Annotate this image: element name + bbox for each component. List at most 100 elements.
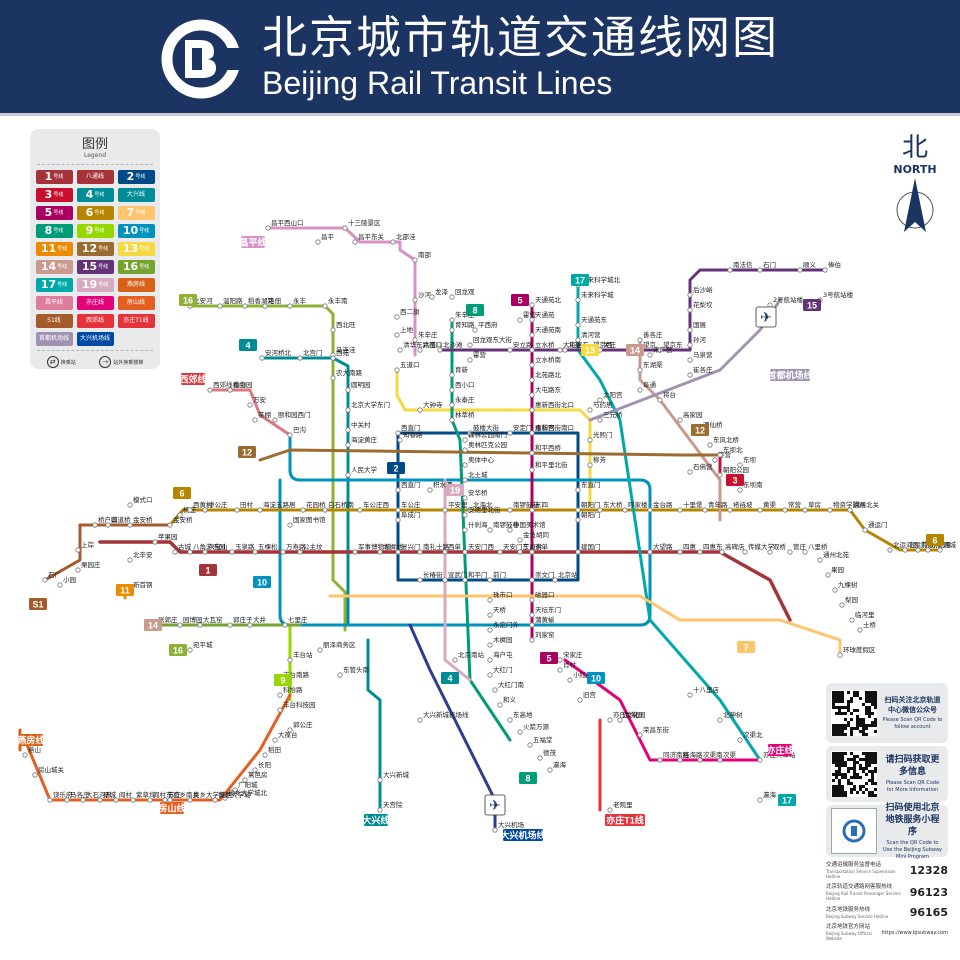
station[interactable]: 花梨坎 — [687, 300, 713, 313]
line-badge[interactable]: 8 — [519, 772, 537, 784]
station[interactable]: 安河桥北 — [259, 348, 292, 361]
station[interactable]: 白石桥南 — [322, 500, 355, 513]
station[interactable]: 古城 — [172, 542, 192, 555]
station[interactable]: 和平门 — [462, 570, 488, 583]
line-badge[interactable]: 2 — [387, 462, 405, 474]
line-badge[interactable]: 房山线 — [158, 802, 186, 814]
station[interactable]: 潞城 — [937, 540, 957, 553]
line-badge[interactable]: 11 — [116, 584, 134, 596]
station[interactable]: 宣武门 — [442, 570, 468, 583]
line-line19[interactable] — [443, 478, 472, 682]
station[interactable]: 西直门 — [395, 480, 421, 493]
station[interactable]: 稻香湖路 — [242, 296, 275, 309]
station[interactable]: 天通苑北 — [529, 295, 562, 308]
line-line4s[interactable] — [366, 638, 382, 812]
station[interactable]: 大兴新城机场线 — [417, 710, 469, 723]
station[interactable]: 复兴门 — [395, 542, 421, 555]
station[interactable]: 六道口 — [417, 340, 443, 353]
station[interactable]: 永丰南 — [322, 296, 348, 309]
station[interactable]: 郭庄子 — [227, 615, 253, 628]
station[interactable]: 育新 — [449, 365, 469, 378]
line-badge[interactable]: 大兴线 — [362, 814, 390, 826]
station[interactable]: 奥林匹克公园 — [462, 440, 507, 453]
station[interactable]: 阜成门 — [395, 510, 421, 523]
line-badge[interactable]: 16 — [169, 644, 187, 656]
station[interactable]: 建国门 — [575, 542, 601, 555]
station[interactable]: 永泰庄 — [449, 395, 475, 408]
station[interactable]: 昌平东关 — [352, 232, 385, 245]
station[interactable]: 南礼士路 — [417, 542, 450, 555]
station[interactable]: 沙河 — [412, 291, 432, 303]
station[interactable]: 西二旗 — [394, 307, 420, 320]
station[interactable]: 立水桥 — [529, 340, 555, 353]
station[interactable]: 安德里北街 — [462, 505, 501, 518]
station[interactable]: 永定门外 — [487, 620, 520, 633]
line-badge[interactable]: 亦庄线 — [766, 744, 794, 756]
station[interactable]: 稻田 — [262, 745, 281, 758]
station[interactable]: 东直门 — [575, 480, 601, 493]
station[interactable]: 长椿街 — [417, 570, 443, 583]
station[interactable]: 燕山 — [22, 745, 41, 758]
station[interactable]: 北京大学东门 — [345, 400, 390, 413]
line-line12[interactable] — [258, 448, 722, 462]
station[interactable]: 光熙门 — [587, 430, 613, 443]
line-badge[interactable]: 5 — [511, 294, 529, 306]
station[interactable]: 东四 — [529, 500, 548, 513]
station[interactable]: 七里庄 — [282, 615, 308, 628]
rail-network-svg[interactable]: 昌平西山口十三陵景区昌平昌平东关北邵洼南邵沙河朱辛庄北安河温阳路稻香湖路屯佃永丰… — [0, 120, 960, 960]
station[interactable]: 花园桥 — [300, 500, 326, 513]
qr-code-info-icon[interactable] — [831, 751, 877, 797]
station[interactable]: 上岸 — [75, 540, 95, 553]
station[interactable]: 通运门 — [862, 520, 888, 533]
station[interactable]: 双桥 — [767, 542, 787, 555]
station[interactable]: 圆明园 — [345, 381, 371, 393]
station[interactable]: 十里堡 — [677, 500, 703, 513]
station[interactable]: 通州北苑 — [817, 550, 850, 563]
station[interactable]: 经海路 — [677, 750, 703, 763]
station[interactable]: 东高地 — [507, 710, 533, 723]
line-badge[interactable]: 10 — [587, 672, 605, 684]
qr-card-miniprogram[interactable]: 扫码使用北京地铁服务小程序 Scan the QR Code to Use th… — [826, 803, 948, 860]
line-fangshan[interactable] — [23, 693, 292, 802]
station[interactable]: 天安门东 — [497, 542, 530, 555]
station[interactable]: 传媒大学 — [742, 542, 775, 555]
station[interactable]: 四惠 — [677, 542, 697, 555]
station[interactable]: 东湖渠 — [637, 360, 663, 373]
station[interactable]: 物资学院路 — [827, 500, 866, 513]
station[interactable]: 刘家窑 — [529, 630, 555, 643]
line-badge[interactable]: 4 — [441, 672, 459, 684]
line-badge[interactable]: 12 — [238, 446, 256, 458]
station[interactable]: 丽泽商务区 — [317, 640, 356, 653]
station[interactable]: 清华东路西口 — [397, 340, 442, 353]
website-link[interactable]: https://www.bjsubway.com — [881, 929, 949, 936]
station[interactable]: 北邵洼 — [390, 232, 416, 245]
station[interactable]: 大红门 — [487, 665, 513, 678]
station[interactable]: 阎村 — [113, 790, 133, 803]
station[interactable]: 未来科学城 — [575, 290, 614, 303]
station[interactable]: 北沙滩 — [437, 340, 463, 353]
station[interactable]: 和平西桥 — [529, 443, 562, 456]
station[interactable]: 十八里店 — [687, 685, 720, 698]
line-badge[interactable]: 14 — [144, 619, 162, 631]
station[interactable]: 青年路 — [702, 500, 728, 513]
station[interactable]: 大屯路东 — [529, 385, 562, 398]
station[interactable]: 饶乐府 — [47, 790, 73, 803]
station[interactable]: 茶棚 — [252, 410, 272, 423]
station[interactable]: 五福堂 — [527, 735, 553, 748]
station[interactable]: 北运河西 — [887, 541, 920, 553]
station[interactable]: 柳芳 — [587, 455, 607, 468]
qr-card-info[interactable]: 请扫码获取更多信息 Please Scan QR Code for More I… — [826, 746, 948, 802]
station[interactable]: 八角游乐园 — [187, 542, 226, 555]
station[interactable]: 3号航站楼 — [817, 290, 854, 303]
station[interactable]: 西苑 — [330, 348, 350, 361]
station[interactable]: 2号航站楼 — [767, 295, 804, 308]
line-badge[interactable]: 12 — [691, 424, 709, 436]
station[interactable]: 五棵松 — [252, 542, 278, 555]
line-badge[interactable]: 1 — [199, 564, 217, 576]
line-badge[interactable]: 14 — [626, 344, 644, 356]
station[interactable]: 车公庄西 — [357, 500, 390, 513]
line-line15[interactable] — [438, 268, 827, 352]
line-badge[interactable]: 5 — [540, 652, 558, 664]
station[interactable]: 回龙观 — [449, 287, 475, 300]
station[interactable]: 西郊线香山 — [207, 380, 246, 393]
